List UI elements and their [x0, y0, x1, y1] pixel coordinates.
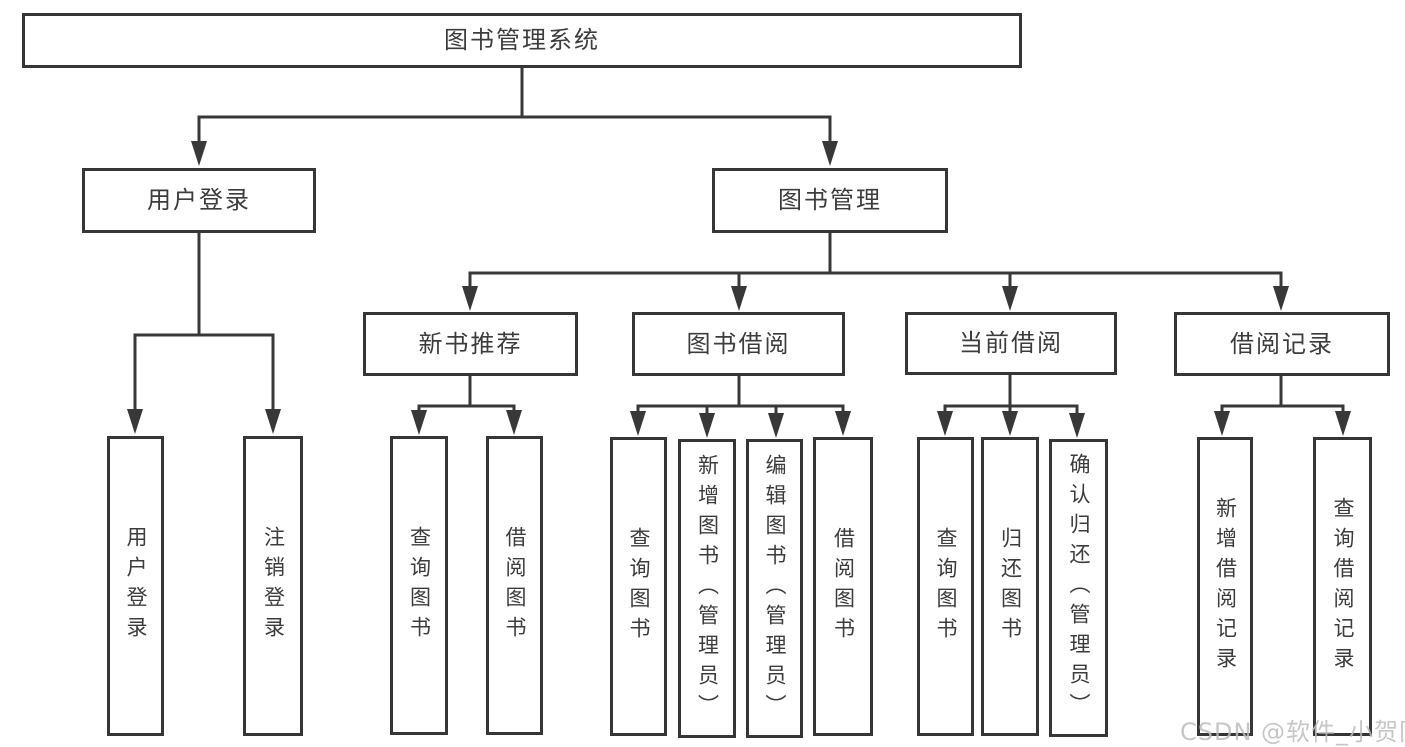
- node-label-leaf-bb-query-books: 查询图书: [627, 526, 651, 647]
- node-label-leaf-bb-edit-books-admin: 编辑图书（管理员）: [763, 453, 787, 724]
- node-label-leaf-cb-confirm-return-admin: 确认归还（管理员）: [1067, 453, 1091, 723]
- node-label-new-book-recommend: 新书推荐: [418, 329, 523, 358]
- node-label-leaf-user-login: 用户登录: [124, 526, 148, 646]
- node-leaf-bb-edit-books-admin: 编辑图书（管理员）: [746, 439, 803, 738]
- node-leaf-user-login: 用户登录: [107, 436, 164, 736]
- node-label-current-borrowing: 当前借阅: [959, 329, 1063, 358]
- node-leaf-bb-query-books: 查询图书: [610, 437, 667, 736]
- node-leaf-br-add-record: 新增借阅记录: [1197, 437, 1253, 736]
- node-leaf-bb-borrow-books: 借阅图书: [813, 437, 873, 736]
- csdn-watermark: CSDN @软件_小贺同学: [1180, 718, 1405, 746]
- node-label-leaf-cb-query-books: 查询图书: [934, 526, 958, 647]
- node-leaf-nb-borrow-books: 借阅图书: [486, 436, 543, 735]
- node-label-leaf-bb-borrow-books: 借阅图书: [831, 526, 856, 647]
- node-label-book-management: 图书管理: [778, 186, 882, 215]
- node-root: 图书管理系统: [22, 13, 1022, 68]
- node-label-borrowing-records: 借阅记录: [1230, 329, 1334, 358]
- node-label-leaf-br-query-record: 查询借阅记录: [1331, 496, 1355, 677]
- node-label-leaf-br-add-record: 新增借阅记录: [1213, 496, 1238, 677]
- node-leaf-cb-confirm-return-admin: 确认归还（管理员）: [1049, 439, 1108, 737]
- node-leaf-bb-add-books-admin: 新增图书（管理员）: [678, 439, 736, 738]
- node-label-leaf-nb-query-books: 查询图书: [407, 525, 432, 646]
- node-new-book-recommend: 新书推荐: [363, 312, 578, 376]
- node-borrowing-records: 借阅记录: [1174, 312, 1390, 376]
- node-label-root: 图书管理系统: [444, 26, 600, 55]
- node-label-leaf-logout: 注销登录: [261, 526, 286, 646]
- node-label-user-login: 用户登录: [147, 186, 251, 215]
- node-leaf-logout: 注销登录: [243, 436, 303, 736]
- node-book-management: 图书管理: [712, 168, 948, 233]
- node-label-book-borrowing: 图书借阅: [686, 329, 791, 358]
- node-leaf-cb-query-books: 查询图书: [917, 437, 974, 736]
- node-leaf-br-query-record: 查询借阅记录: [1313, 437, 1372, 736]
- node-book-borrowing: 图书借阅: [632, 312, 845, 376]
- node-leaf-nb-query-books: 查询图书: [390, 436, 448, 735]
- node-user-login: 用户登录: [82, 168, 316, 233]
- node-current-borrowing: 当前借阅: [905, 312, 1117, 375]
- node-label-leaf-bb-add-books-admin: 新增图书（管理员）: [695, 453, 720, 724]
- node-label-leaf-cb-return-books: 归还图书: [998, 526, 1023, 647]
- node-label-leaf-nb-borrow-books: 借阅图书: [503, 525, 527, 646]
- node-leaf-cb-return-books: 归还图书: [981, 437, 1039, 736]
